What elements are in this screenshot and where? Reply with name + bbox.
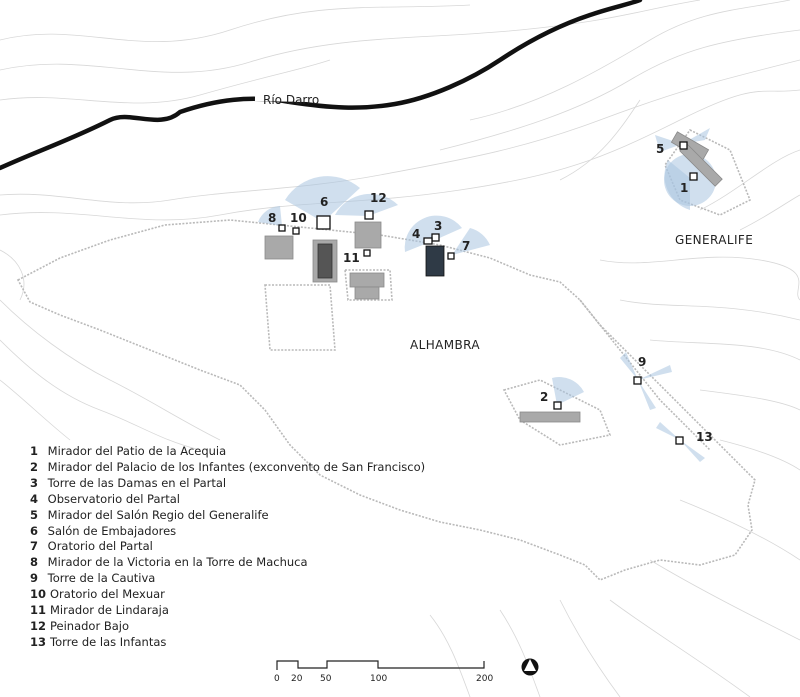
scale-tick-50: 50 [320, 674, 332, 684]
legend-item: 8 Mirador de la Victoria en la Torre de … [30, 555, 308, 570]
legend-item: 2 Mirador del Palacio de los Infantes (e… [30, 459, 426, 474]
svg-text:2: 2 [540, 390, 548, 404]
svg-text:9: 9 [638, 355, 646, 369]
scale-tick-100: 100 [370, 674, 387, 684]
scale-bar: 0 20 50 100 200 [274, 660, 493, 684]
scale-tick-200: 200 [476, 674, 493, 684]
view-fans [258, 128, 716, 462]
svg-text:11: 11 [343, 251, 360, 265]
svg-text:5: 5 [656, 142, 664, 156]
legend-item: 7 Oratorio del Partal [30, 539, 153, 554]
scale-tick-20: 20 [291, 674, 303, 684]
svg-text:3: 3 [434, 219, 442, 233]
viewpoint-markers [278, 141, 698, 445]
svg-text:8: 8 [268, 211, 276, 225]
svg-text:12: 12 [370, 191, 387, 205]
scale-tick-0: 0 [274, 674, 280, 684]
river-label: Río Darro [263, 93, 319, 107]
svg-text:13: 13 [696, 430, 713, 444]
legend-item: 6 Salón de Embajadores [30, 523, 177, 538]
svg-text:4: 4 [412, 227, 420, 241]
rio-darro: Río Darro [0, 0, 643, 171]
viewpoint-numbers: 8 10 6 12 11 4 3 7 2 9 13 5 1 [268, 142, 713, 444]
legend-item: 1 Mirador del Patio de la Acequia [30, 444, 227, 458]
svg-text:10: 10 [290, 211, 307, 225]
north-arrow-icon [521, 658, 539, 676]
legend-item: 3 Torre de las Damas en el Partal [30, 475, 227, 490]
generalife-label: GENERALIFE [675, 233, 753, 247]
buildings [264, 131, 723, 423]
svg-text:6: 6 [320, 195, 328, 209]
legend-item: 9 Torre de la Cautiva [30, 571, 156, 586]
alhambra-label: ALHAMBRA [410, 338, 480, 352]
legend: 1 Mirador del Patio de la Acequia 2 Mira… [30, 444, 425, 651]
legend-item: 4 Observatorio del Partal [30, 491, 180, 506]
svg-text:7: 7 [462, 239, 470, 253]
svg-text:1: 1 [680, 181, 688, 195]
legend-item: 5 Mirador del Salón Regio del Generalife [30, 507, 269, 522]
